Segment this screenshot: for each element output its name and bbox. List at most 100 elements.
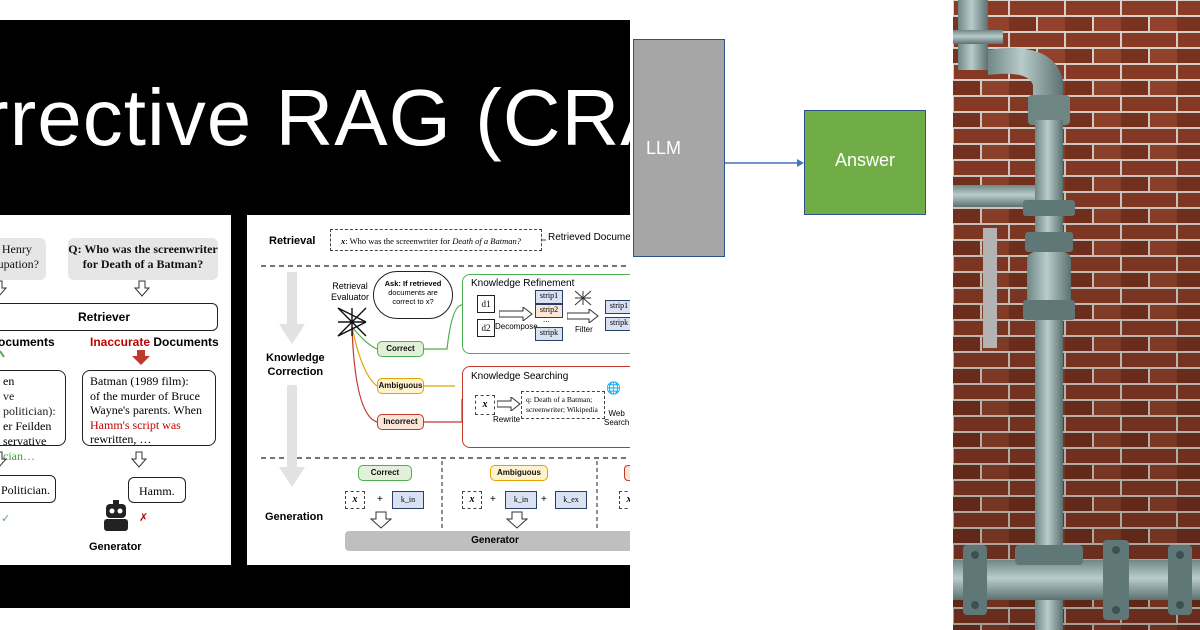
check-icon: ✓	[1, 513, 11, 525]
doc-left-line-2-text: ve politician):	[3, 389, 56, 418]
strip-out-k: stripk	[605, 317, 630, 331]
filter-label: Filter	[575, 325, 593, 334]
doc-left-line-4: servative	[3, 434, 47, 448]
gen-tag-ambiguous: Ambiguous	[490, 465, 548, 481]
tag-correct: Correct	[377, 341, 424, 357]
tag-incorrect: Incorrect	[377, 414, 424, 430]
gen-ambiguous-kin: k_in	[505, 491, 537, 509]
gen-correct-x: x	[345, 491, 365, 509]
generation-label: Generation	[265, 511, 324, 523]
strip-2: strip2	[535, 304, 563, 318]
retriever-label: Retriever	[77, 310, 131, 324]
knowledge-refinement-title: Knowledge Refinement	[471, 278, 575, 289]
robot-icon	[104, 500, 128, 531]
ask-thought-bubble: Ask: If retrieved documents are correct …	[373, 271, 453, 319]
globe-icon: 🌐	[606, 381, 621, 395]
strip-1: strip1	[535, 290, 563, 304]
inaccurate-documents-heading: Inaccurate Documents	[90, 335, 219, 349]
slide-screenshot: rrective RAG (CRA s Henry ccupation? Q: …	[0, 20, 630, 608]
query-box: x: Who was the screenwriter for Death of…	[330, 229, 542, 251]
answer-bubble-left: Politician. ✓	[0, 475, 56, 525]
gen-correct-kin: k_in	[392, 491, 424, 509]
gen-tag-incorrect-partial	[624, 465, 630, 481]
gen-incorrect-x: x	[619, 491, 630, 509]
ask-line-1: Ask: If retrieved	[384, 279, 442, 288]
doc-right-line-2: of the murder of Bruce	[90, 388, 200, 403]
retrieval-evaluator-line-1: Retrieval	[332, 281, 368, 291]
ask-line-3: correct to x?	[392, 297, 434, 306]
query-text: : Who was the screenwriter for	[345, 236, 453, 246]
query-italic: Death of a Batman?	[452, 236, 521, 246]
doc-left-line-3: er Feilden	[3, 419, 52, 433]
gen-ambiguous-x: x	[462, 491, 482, 509]
gen-ambiguous-down-arrow	[505, 511, 529, 529]
query-arrow	[542, 239, 546, 241]
knowledge-correction-label: Knowledge Correction	[266, 351, 325, 379]
correct-documents-heading: ocuments	[0, 335, 55, 349]
gen-ambiguous-kex: k_ex	[555, 491, 587, 509]
llm-to-answer-arrow	[725, 159, 804, 167]
llm-label: LLM	[646, 138, 682, 158]
document-left: en ve politician): er Feilden servative …	[0, 370, 66, 463]
rewrite-arrow	[497, 397, 521, 411]
retriever-box: Retriever	[0, 303, 218, 331]
filter-arrow	[567, 309, 599, 323]
knowledge-correction-line-2: Correction	[267, 366, 324, 378]
gen-correct-down-arrow	[369, 511, 393, 529]
filter-network-icon	[574, 290, 592, 306]
right-panel-crag-diagram: Retrieval x: Who was the screenwriter fo…	[247, 215, 630, 565]
answer-right-text: Hamm.	[139, 484, 175, 498]
doc-right-line-1: Batman (1989 film):	[90, 374, 189, 388]
doc-left-line-5: cian…	[3, 449, 35, 463]
answer-label: Answer	[834, 150, 896, 170]
knowledge-refinement-box: Knowledge Refinement d1 d2 Decompose str…	[462, 274, 630, 354]
retrieval-label: Retrieval	[269, 235, 316, 247]
search-x-box: x	[475, 395, 495, 415]
llm-box	[633, 39, 725, 257]
retrieved-documents-label: Retrieved Docume	[548, 232, 630, 243]
decompose-label: Decompose	[495, 322, 538, 331]
slide-title: rrective RAG (CRA	[0, 73, 630, 162]
retrieval-evaluator-line-2: Evaluator	[331, 292, 370, 302]
gen-ambiguous-plus-2: +	[541, 494, 547, 505]
question-bubble-left: s Henry ccupation?	[0, 238, 46, 280]
tag-ambiguous: Ambiguous	[377, 378, 424, 394]
doc-right-line-5: rewritten, …	[90, 432, 152, 446]
down-arrows-bottom	[0, 451, 148, 468]
pipe-illustration	[953, 0, 1200, 630]
doc-left-line-2: ve politician):	[3, 389, 65, 419]
web-search-line-1: Web	[608, 409, 625, 418]
knowledge-correction-line-1: Knowledge	[266, 352, 325, 364]
gen-tag-correct: Correct	[358, 465, 412, 481]
doc-left-line-1: en	[3, 374, 15, 388]
generator-label: Generator	[89, 541, 142, 553]
knowledge-searching-title: Knowledge Searching	[471, 371, 569, 382]
strip-k: stripk	[535, 327, 563, 341]
rewrite-label: Rewrite	[493, 415, 521, 424]
diagram-lines	[261, 265, 630, 535]
gen-ambiguous-plus-1: +	[490, 494, 496, 505]
question-bubble-right: Q: Who was the screenwriter for Death of…	[68, 238, 218, 280]
down-arrows-top	[0, 280, 151, 297]
gen-correct-plus: +	[377, 494, 383, 505]
evaluator-network-icon	[337, 307, 367, 337]
generator-bar: Generator	[345, 531, 630, 551]
inaccurate-word: Inaccurate	[90, 335, 151, 349]
retrieval-evaluator-label: Retrieval Evaluator	[331, 281, 369, 303]
q-line-1: q: Death of a Batman;	[526, 395, 593, 404]
document-right: Batman (1989 film): of the murder of Bru…	[82, 370, 216, 446]
query-x: x	[341, 236, 346, 246]
doc-right-line-4: Hamm's script was	[90, 417, 181, 432]
pipe-brick-wall-photo	[953, 0, 1200, 630]
strip-out-1: strip1	[605, 300, 630, 314]
doc-d1: d1	[477, 295, 495, 313]
web-search-label: Web Search	[604, 409, 629, 427]
left-panel-example: s Henry ccupation? Q: Who was the screen…	[0, 215, 231, 565]
q-line-2: screenwriter; Wikipedia	[526, 405, 598, 414]
document-arrows	[0, 350, 150, 365]
cross-icon: ✗	[139, 512, 149, 524]
knowledge-searching-box: Knowledge Searching x Rewrite q: Death o…	[462, 366, 630, 448]
decompose-arrow	[499, 307, 533, 321]
rewritten-query-box: q: Death of a Batman; screenwriter; Wiki…	[521, 391, 605, 419]
doc-right-line-3: Wayne's parents. When	[90, 403, 202, 417]
